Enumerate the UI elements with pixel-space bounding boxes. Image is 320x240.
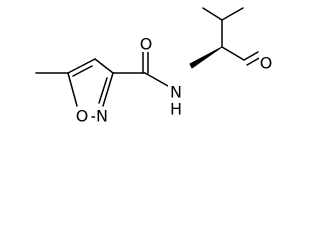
atom-label-o-amide: O [140, 35, 153, 54]
atom-label-h-amide: H [170, 100, 182, 119]
molecule-canvas: O N H O N O [35, 7, 275, 126]
bond-cho-double-1 [243, 51, 259, 61]
structure-diagram: O N H O N O [35, 7, 275, 126]
bond-ring-n-c3 [102, 72, 114, 107]
atom-labels: O N H O N O [75, 35, 275, 126]
atom-label-n-amide: N [170, 83, 182, 102]
bond-ring-c4-c5-inner [72, 65, 93, 77]
atom-label-o-isoxazole: O [76, 107, 89, 126]
bond-iso-right [221, 7, 244, 21]
atom-label-o-aldehyde: O [260, 54, 273, 73]
bond-n-to-carbonyl [144, 72, 169, 87]
bond-ring-n-c3-inner [98, 77, 108, 104]
bond-ring-c3-c4 [94, 58, 114, 74]
bond-alpha-to-cho [221, 46, 245, 61]
bond-iso-left [202, 7, 223, 21]
bond-alpha-to-n-wedge [189, 46, 223, 69]
atom-label-n-isoxazole: N [96, 107, 108, 126]
bond-cho-double-2 [246, 56, 262, 66]
bond-ring-c4-c5 [67, 58, 96, 74]
bond-ring-c5-o [67, 72, 78, 107]
